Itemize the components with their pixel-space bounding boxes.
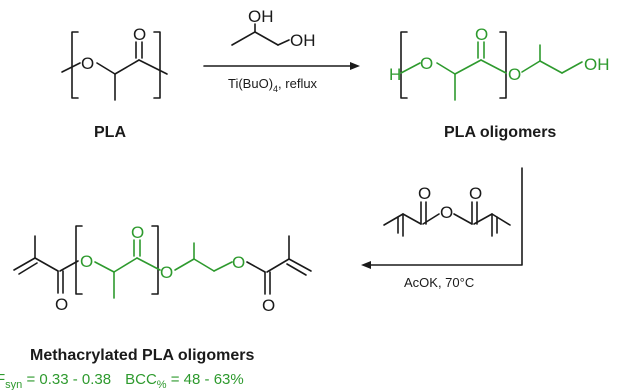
oligomer-linker-oxygen: O bbox=[508, 65, 521, 84]
oligomer-ester-oxygen: O bbox=[420, 54, 433, 73]
reaction-2-conditions: AcOK, 70°C bbox=[404, 275, 474, 290]
pla-structure: O O bbox=[61, 25, 168, 101]
methacrylated-left-bracket bbox=[75, 225, 83, 295]
reaction-arrow-2 bbox=[361, 167, 523, 269]
methacrylated-right-bracket bbox=[151, 225, 159, 295]
methacrylated-linker-oxygen-2: O bbox=[232, 253, 245, 272]
reaction-1-conditions: Ti(BuO)4, reflux bbox=[228, 76, 318, 94]
methacrylated-ester-oxygen: O bbox=[80, 252, 93, 271]
oligomer-carbonyl-oxygen: O bbox=[475, 25, 488, 44]
right-methacrylate-oxygen: O bbox=[262, 296, 275, 315]
propanediol-structure: OH OH bbox=[231, 7, 316, 50]
methacrylic-anhydride-structure: O O O bbox=[383, 184, 511, 237]
methacrylated-oligomer-structure: O O O O O O bbox=[13, 223, 312, 315]
oligomer-terminal-h: H bbox=[389, 65, 401, 84]
pla-carbonyl-oxygen: O bbox=[133, 25, 146, 44]
anhydride-carbonyl-oxygen-2: O bbox=[469, 184, 482, 203]
propanediol-oh-end: OH bbox=[290, 31, 316, 50]
pla-left-bracket bbox=[71, 31, 79, 99]
oligomer-right-bracket bbox=[499, 31, 507, 99]
propanediol-oh-top: OH bbox=[248, 7, 274, 26]
oligomers-label: PLA oligomers bbox=[444, 124, 556, 141]
oligomer-left-bracket bbox=[400, 31, 408, 99]
methacrylated-carbonyl-oxygen: O bbox=[131, 223, 144, 242]
pla-oligomer-structure: H O O O OH bbox=[389, 25, 610, 101]
anhydride-bridge-oxygen: O bbox=[440, 203, 453, 222]
oligomer-terminal-oh: OH bbox=[584, 55, 610, 74]
pla-right-bracket bbox=[153, 31, 161, 99]
anhydride-carbonyl-oxygen-1: O bbox=[418, 184, 431, 203]
left-methacrylate-oxygen: O bbox=[55, 295, 68, 314]
methacrylated-linker-oxygen-1: O bbox=[160, 263, 173, 282]
pla-label: PLA bbox=[94, 124, 126, 141]
methacrylated-label: Methacrylated PLA oligomers bbox=[30, 347, 254, 364]
pla-ester-oxygen: O bbox=[81, 54, 94, 73]
reaction-arrow-1 bbox=[203, 62, 360, 70]
